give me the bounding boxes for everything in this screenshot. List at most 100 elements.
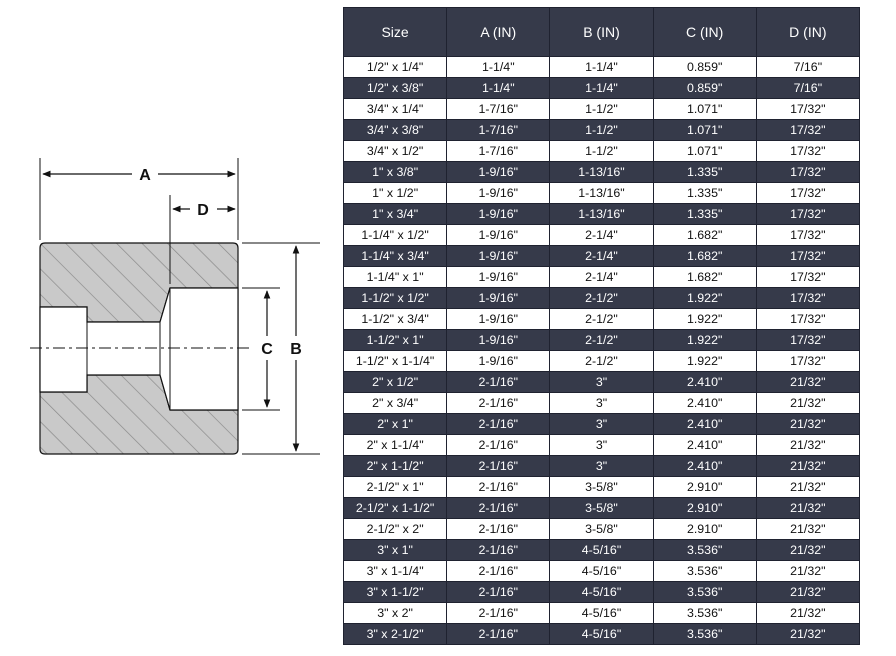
cell-c: 3.536" (652, 560, 757, 582)
cell-c: 1.071" (652, 119, 757, 141)
cell-c: 1.335" (652, 182, 757, 204)
cell-b: 3" (549, 413, 654, 435)
cell-a: 1-9/16" (446, 350, 551, 372)
cell-size: 2" x 3/4" (342, 392, 448, 414)
cell-size: 3/4" x 1/4" (342, 98, 448, 120)
cell-d: 7/16" (755, 56, 860, 78)
table-row: 1/2" x 1/4"1-1/4"1-1/4"0.859"7/16" (342, 56, 860, 78)
table-row: 2" x 1-1/4"2-1/16"3"2.410"21/32" (342, 434, 860, 456)
cell-size: 2-1/2" x 2" (342, 518, 448, 540)
cell-d: 21/32" (755, 434, 860, 456)
cell-b: 3-5/8" (549, 476, 654, 498)
header-d: D (IN) (755, 7, 860, 57)
cell-size: 1-1/2" x 1" (342, 329, 448, 351)
table-row: 1-1/2" x 3/4"1-9/16"2-1/2"1.922"17/32" (342, 308, 860, 330)
cell-d: 17/32" (755, 182, 860, 204)
cell-size: 1" x 3/4" (342, 203, 448, 225)
cell-a: 2-1/16" (446, 602, 551, 624)
cell-c: 1.071" (652, 98, 757, 120)
cell-size: 1-1/4" x 1" (342, 266, 448, 288)
cell-size: 3/4" x 3/8" (342, 119, 448, 141)
cell-size: 1" x 1/2" (342, 182, 448, 204)
table-header-row: Size A (IN) B (IN) C (IN) D (IN) (342, 7, 860, 57)
table-row: 3" x 1-1/4"2-1/16"4-5/16"3.536"21/32" (342, 560, 860, 582)
table-row: 3" x 2"2-1/16"4-5/16"3.536"21/32" (342, 602, 860, 624)
cell-b: 4-5/16" (549, 581, 654, 603)
cell-c: 2.410" (652, 392, 757, 414)
table-row: 1-1/4" x 1/2"1-9/16"2-1/4"1.682"17/32" (342, 224, 860, 246)
cell-b: 1-13/16" (549, 182, 654, 204)
table-row: 1" x 3/8"1-9/16"1-13/16"1.335"17/32" (342, 161, 860, 183)
cell-a: 1-9/16" (446, 245, 551, 267)
header-c: C (IN) (652, 7, 757, 57)
table-row: 3/4" x 1/4"1-7/16"1-1/2"1.071"17/32" (342, 98, 860, 120)
cell-b: 2-1/2" (549, 287, 654, 309)
cell-d: 21/32" (755, 476, 860, 498)
cell-c: 2.410" (652, 434, 757, 456)
cell-d: 17/32" (755, 245, 860, 267)
cell-size: 1-1/2" x 1/2" (342, 287, 448, 309)
cell-b: 2-1/2" (549, 350, 654, 372)
cell-c: 2.410" (652, 455, 757, 477)
cell-d: 21/32" (755, 392, 860, 414)
cell-d: 17/32" (755, 203, 860, 225)
cell-d: 7/16" (755, 77, 860, 99)
cell-a: 2-1/16" (446, 476, 551, 498)
table-row: 1/2" x 3/8"1-1/4"1-1/4"0.859"7/16" (342, 77, 860, 99)
cell-d: 17/32" (755, 140, 860, 162)
cell-c: 0.859" (652, 56, 757, 78)
cell-size: 1" x 3/8" (342, 161, 448, 183)
table-row: 3" x 2-1/2"2-1/16"4-5/16"3.536"21/32" (342, 623, 860, 645)
cell-d: 17/32" (755, 350, 860, 372)
cell-size: 3/4" x 1/2" (342, 140, 448, 162)
cell-c: 0.859" (652, 77, 757, 99)
table-row: 3" x 1"2-1/16"4-5/16"3.536"21/32" (342, 539, 860, 561)
cell-b: 1-1/2" (549, 119, 654, 141)
cell-d: 21/32" (755, 560, 860, 582)
cell-c: 3.536" (652, 602, 757, 624)
table-row: 3/4" x 3/8"1-7/16"1-1/2"1.071"17/32" (342, 119, 860, 141)
cell-a: 1-9/16" (446, 308, 551, 330)
cell-b: 3" (549, 392, 654, 414)
cell-size: 1-1/4" x 3/4" (342, 245, 448, 267)
cell-b: 3" (549, 371, 654, 393)
cell-b: 1-1/4" (549, 77, 654, 99)
cell-a: 2-1/16" (446, 497, 551, 519)
cell-a: 2-1/16" (446, 434, 551, 456)
cell-d: 17/32" (755, 308, 860, 330)
cell-a: 2-1/16" (446, 413, 551, 435)
cell-b: 1-13/16" (549, 203, 654, 225)
cell-a: 1-7/16" (446, 119, 551, 141)
cell-d: 17/32" (755, 266, 860, 288)
table-row: 1-1/4" x 1"1-9/16"2-1/4"1.682"17/32" (342, 266, 860, 288)
cell-a: 2-1/16" (446, 455, 551, 477)
cell-d: 21/32" (755, 371, 860, 393)
header-size: Size (342, 7, 448, 57)
cell-d: 21/32" (755, 581, 860, 603)
table-row: 1" x 3/4"1-9/16"1-13/16"1.335"17/32" (342, 203, 860, 225)
cell-size: 1/2" x 1/4" (342, 56, 448, 78)
dimensions-table: Size A (IN) B (IN) C (IN) D (IN) 1/2" x … (342, 7, 860, 645)
table-row: 2-1/2" x 1"2-1/16"3-5/8"2.910"21/32" (342, 476, 860, 498)
table-row: 3" x 1-1/2"2-1/16"4-5/16"3.536"21/32" (342, 581, 860, 603)
cell-b: 1-1/2" (549, 140, 654, 162)
table-body: 1/2" x 1/4"1-1/4"1-1/4"0.859"7/16"1/2" x… (342, 56, 860, 645)
dim-a-label: A (139, 167, 151, 184)
cell-c: 1.922" (652, 329, 757, 351)
cell-a: 1-9/16" (446, 329, 551, 351)
cell-c: 2.910" (652, 518, 757, 540)
cell-b: 3" (549, 455, 654, 477)
cell-c: 1.335" (652, 203, 757, 225)
cell-a: 1-7/16" (446, 140, 551, 162)
cell-b: 1-13/16" (549, 161, 654, 183)
cell-c: 1.922" (652, 308, 757, 330)
table-row: 2-1/2" x 1-1/2"2-1/16"3-5/8"2.910"21/32" (342, 497, 860, 519)
cell-a: 1-7/16" (446, 98, 551, 120)
cell-b: 3-5/8" (549, 518, 654, 540)
cell-a: 1-9/16" (446, 224, 551, 246)
cell-d: 17/32" (755, 287, 860, 309)
cell-size: 3" x 1-1/2" (342, 581, 448, 603)
header-a: A (IN) (446, 7, 551, 57)
table-row: 2" x 3/4"2-1/16"3"2.410"21/32" (342, 392, 860, 414)
cell-size: 1-1/4" x 1/2" (342, 224, 448, 246)
